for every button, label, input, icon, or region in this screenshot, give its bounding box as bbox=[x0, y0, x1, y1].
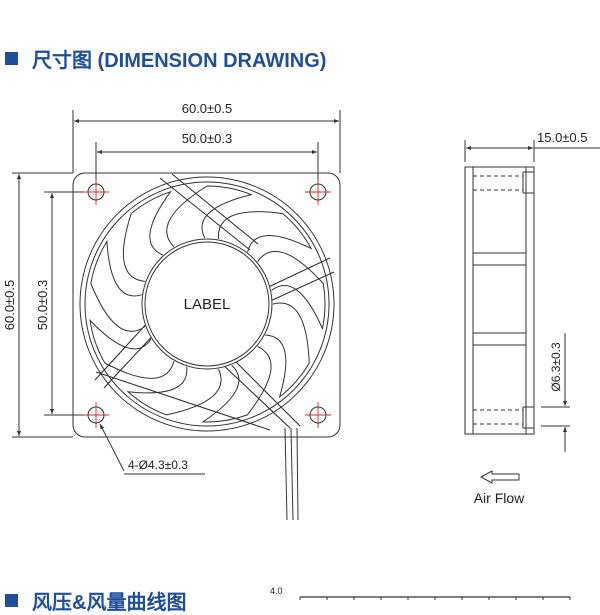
fan-wires bbox=[284, 427, 299, 521]
fan-blade bbox=[217, 211, 313, 253]
mounting-hole bbox=[83, 179, 109, 205]
width-dim-label: 60.0±0.5 bbox=[182, 101, 233, 116]
thickness-dim-label: 15.0±0.5 bbox=[537, 130, 588, 145]
hole-callout-leader bbox=[99, 423, 205, 475]
fan-blade bbox=[90, 239, 146, 332]
fan-frame bbox=[72, 172, 341, 438]
dim-width-60 bbox=[72, 110, 341, 173]
mounting-hole bbox=[83, 402, 109, 428]
section-title-dimension: 尺寸图 (DIMENSION DRAWING) bbox=[5, 44, 326, 73]
dim-boss bbox=[541, 333, 570, 452]
dim-hole-spacing-v bbox=[44, 191, 86, 416]
mounting-holes bbox=[83, 179, 331, 428]
hole-spacing-v-label: 50.0±0.3 bbox=[35, 280, 50, 331]
hub-label: LABEL bbox=[184, 296, 231, 313]
hole-callout-label: 4-Ø4.3±0.3 bbox=[128, 458, 188, 472]
fan-struts bbox=[94, 173, 335, 431]
fan-hub bbox=[141, 238, 273, 370]
section-title-text: 尺寸图 (DIMENSION DRAWING) bbox=[32, 50, 327, 72]
fan-blade bbox=[201, 345, 272, 423]
fan-blade bbox=[89, 318, 175, 379]
side-view bbox=[464, 166, 535, 435]
airflow-arrow-icon bbox=[479, 470, 520, 484]
boss-dim-label: Ø6.3±0.3 bbox=[549, 342, 563, 392]
dimension-drawing: 60.0±0.5 50.0±0.3 60.0±0.5 50.0±0.3 LABE… bbox=[2, 101, 600, 600]
fan-blade bbox=[257, 251, 326, 331]
fan-blade bbox=[265, 302, 310, 399]
fan-shroud bbox=[79, 176, 335, 432]
dim-height-60 bbox=[12, 172, 73, 438]
fan-blade bbox=[122, 190, 172, 282]
bullet-square-icon bbox=[5, 52, 18, 65]
hole-spacing-h-label: 50.0±0.3 bbox=[182, 131, 233, 146]
height-dim-label: 60.0±0.5 bbox=[2, 280, 17, 331]
mounting-hole bbox=[305, 402, 331, 428]
dim-hole-spacing-h bbox=[95, 142, 319, 185]
mounting-hole bbox=[305, 179, 331, 205]
fan-blade bbox=[126, 366, 222, 416]
dim-thickness bbox=[464, 140, 600, 162]
chart-y-tick-top: 4.0 bbox=[270, 586, 283, 596]
airflow-label: Air Flow bbox=[474, 490, 525, 506]
fan-blade bbox=[166, 185, 253, 248]
